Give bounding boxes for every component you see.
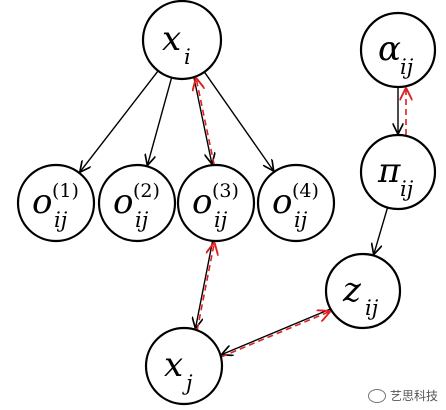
node-o3-circle (176, 163, 256, 243)
edge-xi-to-o3 (193, 77, 212, 163)
node-o2-label: o (113, 182, 133, 222)
node-xi-circle (141, 0, 223, 81)
node-o2-superscript: (2) (133, 180, 160, 202)
node-pi-label: π (377, 151, 401, 191)
edge-o3-to-xi (196, 79, 215, 165)
node-alpha-subscript: ij (400, 55, 414, 79)
watermark-text: 艺思科技 (389, 389, 438, 403)
node-z-label: z (342, 270, 362, 310)
node-alpha-label: α (378, 29, 401, 69)
edges-layer (80, 70, 406, 358)
edge-xi-to-o2 (148, 77, 173, 165)
node-o4-circle (256, 163, 336, 243)
node-o4-subscript: ij (294, 208, 308, 232)
edge-z-to-xj (222, 308, 331, 354)
node-xj-circle (144, 326, 224, 406)
node-z-circle (324, 252, 402, 330)
node-xj-subscript: j (182, 371, 193, 395)
node-alpha-circle (359, 11, 437, 89)
node-xi-subscript: i (184, 45, 191, 69)
node-o1-subscript: ij (54, 208, 68, 232)
chat-bubble-icon (367, 388, 386, 403)
node-o4-label: o (272, 182, 292, 222)
node-xi-label: x (162, 19, 181, 59)
edge-xi-to-o4 (203, 71, 273, 170)
node-pi-subscript: ij (400, 177, 414, 201)
node-z-subscript: ij (365, 296, 379, 320)
node-o2-subscript: ij (135, 208, 149, 232)
edge-pi-to-z (374, 207, 389, 253)
edge-xi-to-o1 (80, 70, 159, 171)
node-pi-circle (359, 133, 437, 211)
node-o3-label: o (192, 182, 212, 222)
node-o3-subscript: ij (214, 208, 228, 232)
node-o1-circle (16, 163, 96, 243)
node-o1-superscript: (1) (52, 180, 79, 202)
node-xj-label: x (164, 345, 183, 385)
edge-xj-to-z (221, 312, 329, 358)
node-o3-superscript: (3) (212, 180, 239, 202)
edge-xj-to-o3 (196, 243, 214, 331)
node-o2-circle (97, 163, 177, 243)
node-o1-label: o (32, 182, 52, 222)
watermark: 艺思科技 (367, 387, 438, 404)
node-o4-superscript: (4) (292, 180, 319, 202)
edge-o3-to-xj (196, 240, 214, 327)
